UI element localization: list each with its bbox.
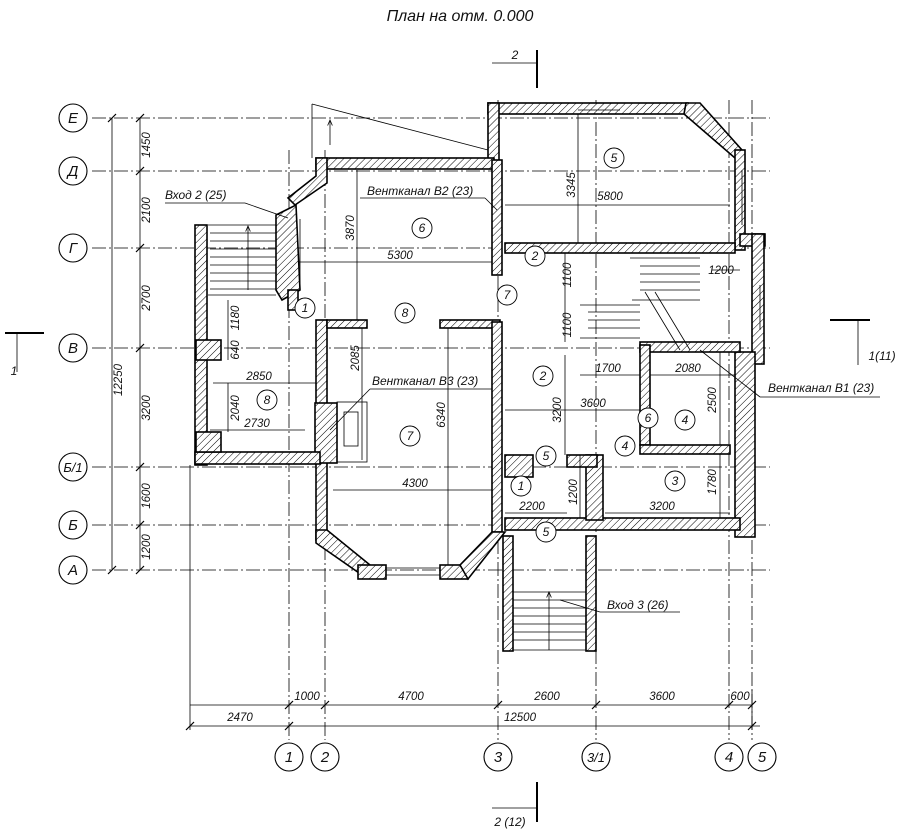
room-number: 7: [407, 429, 415, 443]
room-number: 5: [543, 449, 550, 463]
axis-label-2: 2: [320, 749, 330, 766]
label-vent-b1: Вентканал В1 (23): [768, 381, 874, 395]
dim-5800: 5800: [597, 191, 623, 203]
drawing-title: План на отм. 0.000: [387, 8, 534, 25]
room-number: 6: [419, 221, 426, 235]
dim-left-total: 12250: [113, 363, 125, 396]
section-markers: [5, 50, 870, 822]
dim-left-1600: 1600: [141, 483, 153, 509]
col-axis-markers: [274, 742, 777, 772]
axis-label-5: 5: [758, 749, 767, 766]
room-number: 4: [682, 413, 689, 427]
dim-left-3200: 3200: [141, 395, 153, 421]
label-vent-b2: Вентканал В2 (23): [367, 184, 473, 198]
section-2-top: 2: [511, 48, 519, 62]
room-number: 7: [504, 288, 512, 302]
dim-3200-h: 3200: [649, 501, 675, 513]
dim-1100-upper: 1100: [562, 262, 574, 287]
axis-label-1: 1: [285, 749, 293, 766]
room-number: 5: [543, 525, 550, 539]
dim-3200-v: 3200: [552, 397, 564, 423]
section-1-right: 1(11): [868, 349, 895, 363]
dim-3600: 3600: [580, 398, 606, 410]
dim-1100-lower: 1100: [562, 312, 574, 337]
room-number: 5: [611, 151, 618, 165]
dim-3345: 3345: [566, 172, 578, 198]
dim-2080: 2080: [674, 363, 701, 375]
dim-2850: 2850: [245, 371, 272, 383]
section-1-left: 1: [11, 364, 18, 378]
room-number: 2: [539, 369, 547, 383]
dim-1200-h: 1200: [708, 265, 734, 277]
axis-label-E: Е: [68, 110, 79, 127]
dim-bottom-4700: 4700: [398, 691, 424, 703]
room-markers: [256, 147, 696, 543]
leader-lines: [165, 197, 880, 613]
room-number: 2: [531, 249, 539, 263]
dim-left-2700: 2700: [141, 285, 153, 312]
dim-640: 640: [230, 340, 242, 360]
dim-bottom-2600: 2600: [533, 691, 560, 703]
room-number: 8: [264, 393, 271, 407]
dim-3870: 3870: [345, 215, 357, 241]
room-number: 1: [302, 301, 309, 315]
dim-4300: 4300: [402, 478, 428, 490]
room-number: 8: [402, 306, 409, 320]
dim-2040: 2040: [230, 395, 242, 422]
room-number: 3: [672, 474, 679, 488]
dim-2730: 2730: [243, 418, 270, 430]
stair-details: [208, 103, 761, 651]
dim-bottom-600: 600: [730, 691, 750, 703]
walls: [194, 102, 766, 652]
dim-1780: 1780: [707, 469, 719, 495]
dim-2085: 2085: [350, 345, 362, 372]
axis-label-3-1: 3/1: [587, 750, 605, 765]
dim-bottom-1000: 1000: [294, 691, 320, 703]
dim-2500: 2500: [707, 387, 719, 414]
axis-label-A: А: [67, 562, 78, 579]
dim-bottom-3600: 3600: [649, 691, 675, 703]
section-2-bottom: 2 (12): [493, 815, 525, 829]
label-vent-b3: Вентканал В3 (23): [372, 374, 478, 388]
axis-label-3: 3: [494, 749, 503, 766]
label-entry-3: Вход 3 (26): [607, 598, 668, 612]
dim-2200: 2200: [518, 501, 545, 513]
room-number: 4: [622, 439, 629, 453]
row-axis-markers: [58, 103, 88, 585]
dim-left-2100: 2100: [141, 197, 153, 224]
axis-label-D: Д: [66, 163, 79, 180]
dim-left-1200: 1200: [141, 534, 153, 560]
dim-5300: 5300: [387, 250, 413, 262]
dim-left-1450: 1450: [141, 132, 153, 158]
dim-6340: 6340: [436, 402, 448, 428]
label-entry-2: Вход 2 (25): [165, 188, 226, 202]
dim-1200-v: 1200: [568, 479, 580, 505]
axis-label-B1: Б/1: [63, 460, 82, 475]
axis-label-4: 4: [725, 749, 733, 766]
dimension-lines: [107, 113, 760, 731]
axis-label-V: В: [68, 340, 78, 357]
dim-1180: 1180: [230, 305, 242, 330]
room-number: 6: [645, 411, 652, 425]
dim-bottom-total: 12500: [504, 712, 537, 724]
axis-label-G: Г: [69, 240, 79, 257]
dim-bottom-2470: 2470: [226, 712, 253, 724]
dim-1700: 1700: [595, 363, 621, 375]
room-number: 1: [518, 479, 525, 493]
axis-label-B: Б: [68, 517, 78, 534]
